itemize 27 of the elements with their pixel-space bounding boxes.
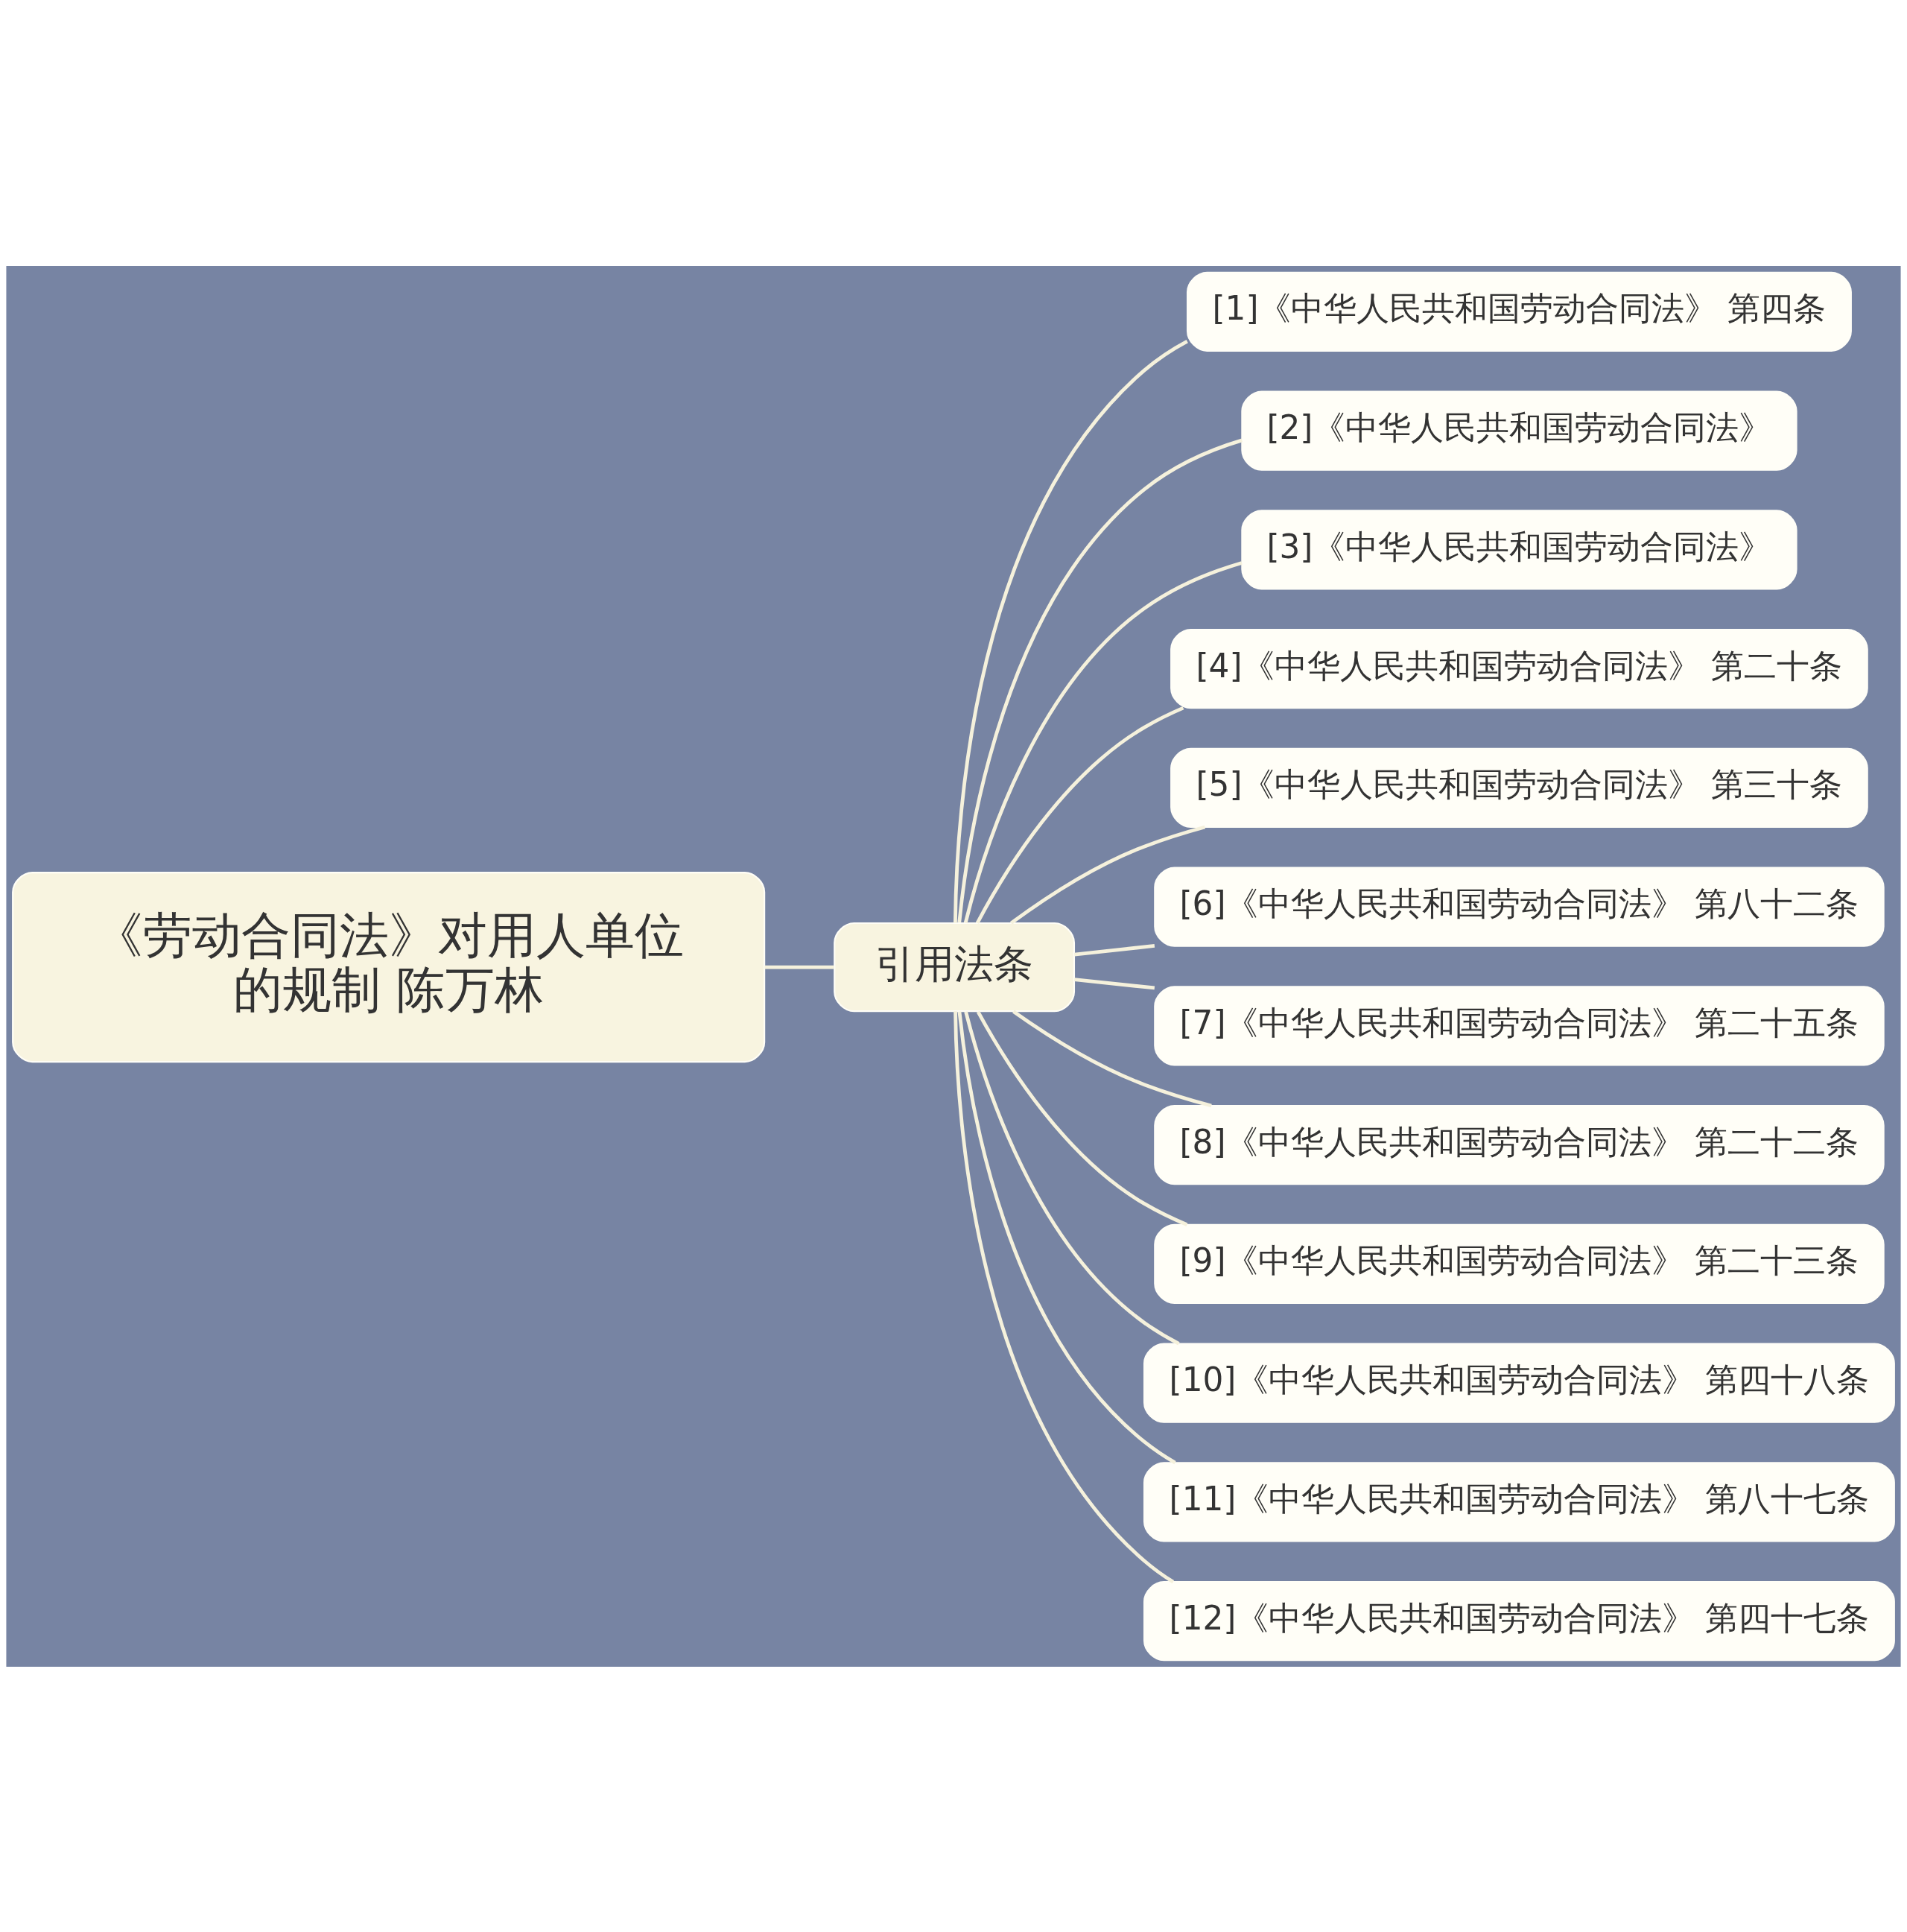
node-box: [1]《中华人民共和国劳动合同法》 第四条 [1186,271,1852,352]
node-box: [5]《中华人民共和国劳动合同法》 第三十条 [1170,747,1868,828]
node-box: 引用法条 [834,922,1076,1012]
connector [1074,977,1155,989]
node-box: [11]《中华人民共和国劳动合同法》 第八十七条 [1143,1461,1895,1542]
connector [954,1010,1175,1583]
node-box: [7]《中华人民共和国劳动合同法》 第二十五条 [1154,985,1885,1065]
node-box: [3]《中华人民共和国劳动合同法》 [1241,509,1797,589]
node-box: [4]《中华人民共和国劳动合同法》 第二十条 [1170,628,1868,709]
connector [1012,1010,1212,1107]
node-box: [10]《中华人民共和国劳动合同法》 第四十八条 [1143,1343,1895,1423]
node-box: 《劳动合同法》对用人单位的规制 陈万林 [12,871,766,1062]
connector [954,339,1188,923]
connector [975,706,1184,924]
connector [957,438,1243,922]
connector [1074,943,1155,956]
connector [764,965,834,969]
connector [964,1010,1180,1346]
node-box: [9]《中华人民共和国劳动合同法》 第二十三条 [1154,1223,1885,1304]
connector [976,1010,1188,1226]
connector [1010,825,1206,925]
node-box: [8]《中华人民共和国劳动合同法》 第二十二条 [1154,1104,1885,1185]
connector [957,1010,1176,1464]
connector [963,560,1243,923]
node-box: [6]《中华人民共和国劳动合同法》 第八十二条 [1154,867,1885,947]
node-box: [12]《中华人民共和国劳动合同法》 第四十七条 [1143,1580,1895,1661]
node-box: [2]《中华人民共和国劳动合同法》 [1241,390,1797,471]
